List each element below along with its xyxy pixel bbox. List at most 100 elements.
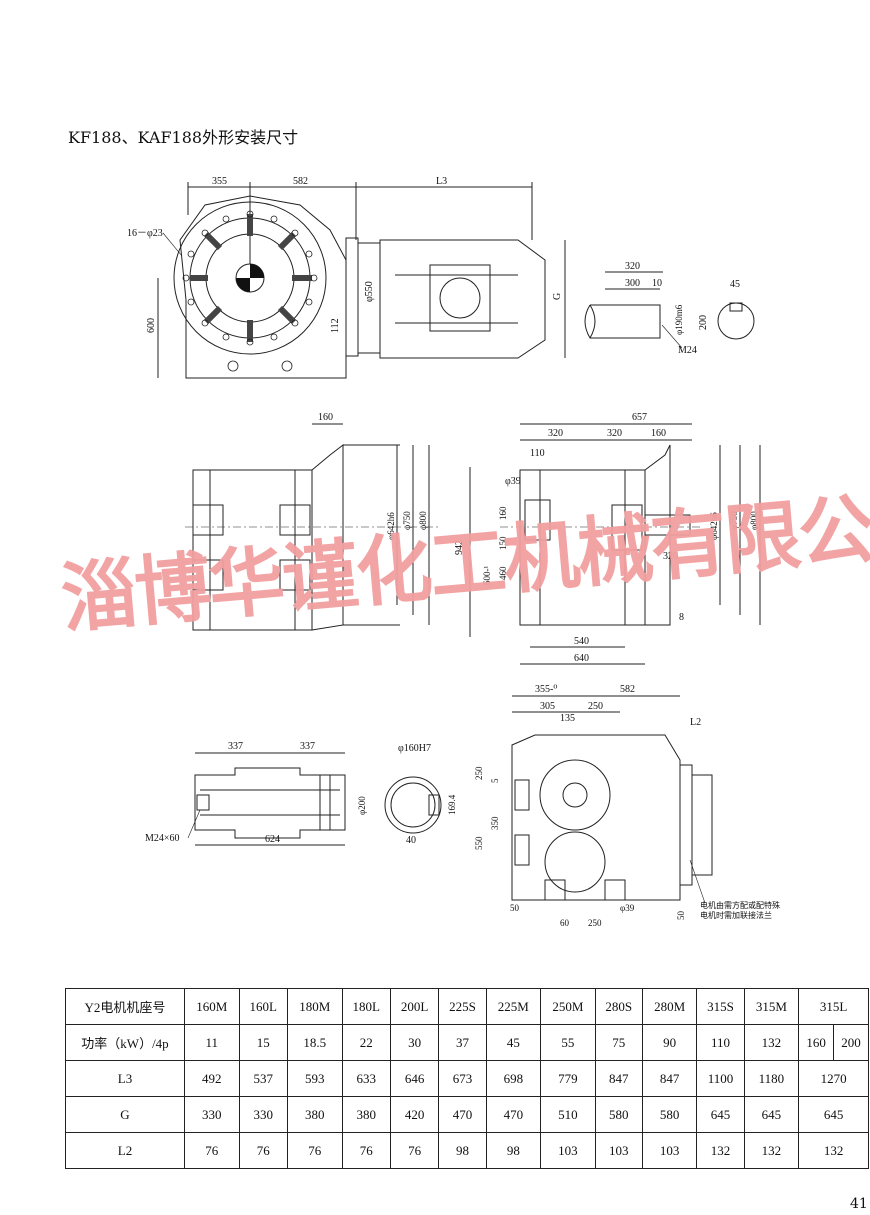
table-cell: 492: [184, 1060, 240, 1097]
table-cell: 537: [238, 1060, 288, 1097]
table-cell: 580: [594, 1096, 643, 1133]
svg-text:φ39: φ39: [620, 903, 635, 913]
table-cell: 1270: [798, 1060, 869, 1097]
svg-text:320: 320: [548, 428, 563, 439]
table-cell: 315L: [798, 988, 869, 1025]
dim-600: 600: [146, 318, 157, 333]
row-header: G: [65, 1096, 185, 1133]
row-header: 功率（kW）/4p: [65, 1024, 185, 1061]
table-cell: 225S: [438, 988, 487, 1025]
svg-text:320: 320: [607, 428, 622, 439]
table-cell: 225M: [485, 988, 542, 1025]
table-cell: 132: [743, 1024, 800, 1061]
svg-text:φ750: φ750: [402, 511, 412, 530]
svg-text:φ750: φ750: [729, 511, 739, 530]
table-cell: 103: [540, 1132, 596, 1169]
svg-text:40: 40: [406, 835, 416, 846]
svg-text:200: 200: [698, 315, 709, 330]
table-cell: 180M: [286, 988, 343, 1025]
table-cell: 420: [389, 1096, 440, 1133]
table-cell: 280S: [594, 988, 643, 1025]
table-cell: 330: [238, 1096, 288, 1133]
svg-text:60: 60: [560, 918, 570, 928]
table-cell: 200: [833, 1024, 869, 1061]
table-cell: 510: [540, 1096, 596, 1133]
table-cell: 76: [238, 1132, 288, 1169]
svg-text:250: 250: [588, 701, 603, 712]
table-cell: 132: [743, 1132, 800, 1169]
table-cell: 580: [641, 1096, 698, 1133]
svg-text:电机时需加联接法兰: 电机时需加联接法兰: [700, 910, 772, 920]
svg-text:540: 540: [574, 636, 589, 647]
table-cell: 645: [743, 1096, 800, 1133]
table-cell: 76: [286, 1132, 343, 1169]
svg-text:320: 320: [625, 261, 640, 272]
table-cell: 22: [341, 1024, 391, 1061]
table-cell: 470: [485, 1096, 542, 1133]
table-cell: 76: [184, 1132, 240, 1169]
table-cell: 160L: [238, 988, 288, 1025]
dim-G: G: [552, 293, 563, 300]
dim-L3: L3: [436, 176, 447, 187]
svg-text:150: 150: [498, 536, 508, 550]
table-cell: 76: [341, 1132, 391, 1169]
svg-text:50: 50: [676, 911, 686, 921]
svg-text:250: 250: [474, 766, 484, 780]
table-cell: 633: [341, 1060, 391, 1097]
svg-text:250: 250: [588, 918, 602, 928]
table-cell: 18.5: [286, 1024, 343, 1061]
svg-text:8: 8: [679, 612, 684, 623]
table-cell: 200L: [389, 988, 440, 1025]
table-cell: 90: [641, 1024, 698, 1061]
svg-text:160: 160: [498, 506, 508, 520]
table-cell: 15: [238, 1024, 288, 1061]
drawing-front-view: 657 320 320 160 110 φ39 942 600-¹ 160 15…: [454, 412, 761, 665]
svg-text:135: 135: [560, 713, 575, 724]
table-cell: 11: [184, 1024, 240, 1061]
svg-text:640: 640: [574, 653, 589, 664]
table-cell: 470: [438, 1096, 487, 1133]
table-cell: 55: [540, 1024, 596, 1061]
table-cell: 76: [389, 1132, 440, 1169]
svg-text:L2: L2: [690, 717, 701, 728]
dim-582: 582: [293, 176, 308, 187]
table-cell: 30: [389, 1024, 440, 1061]
svg-text:320: 320: [663, 551, 678, 562]
svg-text:110: 110: [530, 448, 545, 459]
table-cell: 847: [594, 1060, 643, 1097]
dim-550: φ550: [364, 281, 375, 302]
table-cell: 330: [184, 1096, 240, 1133]
svg-text:600-¹: 600-¹: [482, 566, 492, 585]
table-cell: 593: [286, 1060, 343, 1097]
table-cell: 847: [641, 1060, 698, 1097]
drawing-side-view: 160 φ642h6 φ750 φ800: [185, 412, 440, 631]
table-cell: 1180: [743, 1060, 800, 1097]
table-cell: 132: [696, 1132, 745, 1169]
table-cell: 645: [696, 1096, 745, 1133]
drawing-motor-side-view: 355-⁰ 582 305 250 135 L2 250 5 350 550 5…: [474, 684, 780, 928]
table-cell: 1100: [696, 1060, 745, 1097]
table-cell: 110: [696, 1024, 745, 1061]
svg-text:5: 5: [490, 778, 500, 783]
table-cell: 45: [485, 1024, 542, 1061]
row-header: L3: [65, 1060, 185, 1097]
svg-text:582: 582: [620, 684, 635, 695]
drawing-shaft-detail: 320 300 10 φ190m6 200 M24 45: [584, 261, 755, 356]
svg-text:φ200: φ200: [357, 796, 367, 815]
page-number: 41: [850, 1196, 868, 1212]
svg-text:300: 300: [625, 278, 640, 289]
svg-text:M24: M24: [678, 345, 697, 356]
svg-text:电机由需方配或配特殊: 电机由需方配或配特殊: [700, 900, 780, 910]
table-cell: 37: [438, 1024, 487, 1061]
table-cell: 160: [798, 1024, 835, 1061]
svg-text:624: 624: [265, 834, 280, 845]
svg-text:φ800: φ800: [418, 511, 428, 530]
dim-112: 112: [330, 318, 341, 333]
svg-text:337: 337: [228, 741, 243, 752]
table-cell: 646: [389, 1060, 440, 1097]
svg-text:φ642h6: φ642h6: [386, 512, 396, 540]
